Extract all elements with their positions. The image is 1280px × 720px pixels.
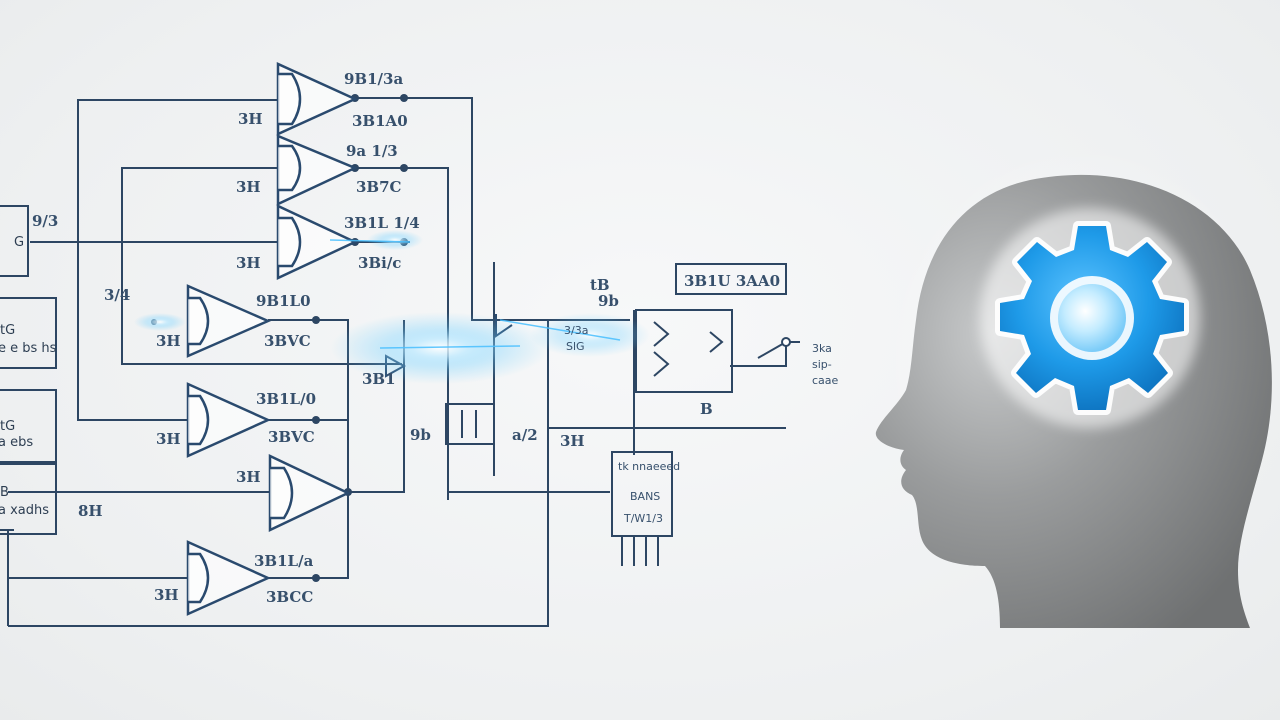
- left-block-1-label: G: [14, 235, 24, 250]
- left-block-2-line-2: e e bs hs: [0, 341, 57, 356]
- gate-2-top-label: 9a 1/3: [346, 142, 398, 160]
- misc-label: tB: [590, 276, 610, 294]
- gear-icon: [995, 221, 1189, 415]
- misc-label: 3B1: [362, 370, 396, 388]
- gate-labels: 9B1/3a 3B1A0 3H 9a 1/3 3B7C 3H 3B1L 1/4 …: [154, 70, 420, 606]
- chip-line-1: tk nnaeeed: [618, 460, 680, 473]
- ic-block: [611, 263, 791, 566]
- misc-label: a/2: [512, 426, 538, 444]
- left-block-3-line-2: a ebs: [0, 435, 33, 450]
- left-block-4-line-1: B: [0, 485, 9, 500]
- center-register: [445, 403, 495, 445]
- left-block-3-line-1: tG: [0, 419, 15, 434]
- gate-6-side-label: 3H: [236, 468, 261, 486]
- misc-label: 3H: [560, 432, 585, 450]
- chip-line-3: T/W1/3: [623, 512, 663, 525]
- block-labels: G tG e e bs hs tG a ebs B a xadhs 3B1U 3…: [0, 235, 780, 525]
- gate-4-side-label: 3H: [156, 332, 181, 350]
- gate-2-side-label: 3H: [236, 178, 261, 196]
- misc-label: 9/3: [32, 212, 58, 230]
- gate-5-top-label: 3B1L/0: [256, 390, 316, 408]
- misc-label: SlG: [566, 340, 585, 353]
- gate-4-top-label: 9B1L0: [256, 292, 311, 310]
- misc-label: 9b: [598, 292, 619, 310]
- misc-label: 3/4: [104, 286, 130, 304]
- output-label-1: 3ka: [812, 342, 832, 355]
- output-label-3: caae: [812, 374, 839, 387]
- gate-4-bottom-label: 3BVC: [264, 332, 311, 350]
- output-label-2: sip-: [812, 358, 832, 371]
- glow-effects: [134, 230, 650, 384]
- left-block-4-line-2: a xadhs: [0, 503, 49, 518]
- ic-title-label: 3B1U 3AA0: [684, 272, 780, 290]
- gate-7-side-label: 3H: [154, 586, 179, 604]
- misc-label: B: [700, 400, 713, 418]
- gate-2-bottom-label: 3B7C: [356, 178, 402, 196]
- gate-7-top-label: 3B1L/a: [254, 552, 314, 570]
- left-block-2-line-1: tG: [0, 323, 15, 338]
- gate-1-top-label: 9B1/3a: [344, 70, 403, 88]
- gate-5-bottom-label: 3BVC: [268, 428, 315, 446]
- gate-7-bottom-label: 3BCC: [266, 588, 313, 606]
- misc-label: 8H: [78, 502, 103, 520]
- chip-line-2: BANS: [630, 490, 660, 503]
- gate-3-bottom-label: 3Bi/c: [358, 254, 401, 272]
- gate-3-side-label: 3H: [236, 254, 261, 272]
- head-illustration: [875, 140, 1280, 628]
- gate-1-side-label: 3H: [238, 110, 263, 128]
- gate-5-side-label: 3H: [156, 430, 181, 448]
- misc-labels: 9/3 8H 3B1 9b a/2 3H tB 9b 3/3a SlG B 3/…: [32, 212, 713, 520]
- logic-gates: [186, 62, 359, 616]
- gate-1-bottom-label: 3B1A0: [352, 112, 408, 130]
- gate-3-top-label: 3B1L 1/4: [344, 214, 420, 232]
- left-blocks: [0, 205, 57, 535]
- misc-label: 9b: [410, 426, 431, 444]
- misc-label: 3/3a: [564, 324, 588, 337]
- output-labels: 3ka sip- caae: [812, 342, 839, 387]
